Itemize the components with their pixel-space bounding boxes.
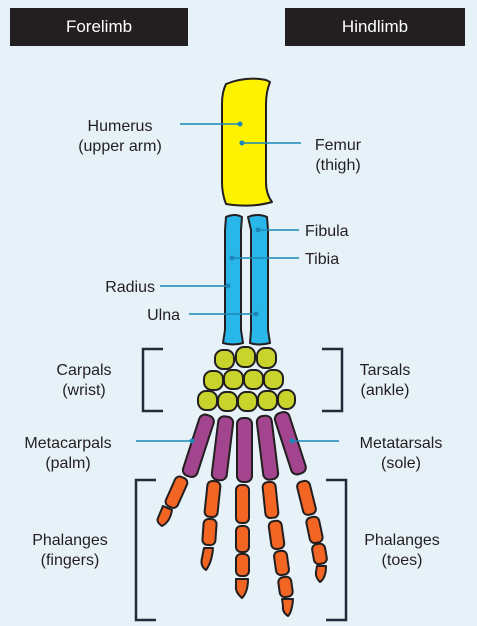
carpals-label: Carpals	[56, 362, 111, 379]
femur-desc: (thigh)	[315, 157, 360, 174]
radius-label: Radius	[105, 279, 155, 296]
carpals-desc: (wrist)	[62, 382, 106, 399]
metacarpals-desc: (palm)	[45, 455, 90, 472]
phalanx-bones	[158, 475, 328, 616]
metacarpals-label: Metacarpals	[24, 435, 111, 452]
phalanges-toes-label: Phalanges	[364, 532, 440, 549]
carpal-bones	[198, 347, 295, 411]
phalanges-left-bracket	[136, 480, 156, 620]
phalanges-fingers-desc: (fingers)	[41, 552, 100, 569]
metatarsals-label: Metatarsals	[360, 435, 443, 452]
tibia-bone	[248, 215, 270, 345]
phalanges-right-bracket	[326, 480, 346, 620]
metatarsals-desc: (sole)	[381, 455, 421, 472]
fibula-label: Fibula	[305, 223, 349, 240]
femur-label: Femur	[315, 137, 362, 154]
bones	[158, 79, 328, 616]
radius-bone	[223, 215, 243, 345]
humerus-femur-bone	[222, 79, 272, 206]
humerus-desc: (upper arm)	[78, 138, 162, 155]
carpals-bracket	[143, 349, 163, 411]
humerus-label: Humerus	[88, 118, 153, 135]
phalanges-fingers-label: Phalanges	[32, 532, 108, 549]
ulna-label: Ulna	[147, 307, 180, 324]
tibia-label: Tibia	[305, 251, 339, 268]
tarsals-desc: (ankle)	[361, 382, 410, 399]
tarsals-label: Tarsals	[360, 362, 411, 379]
metacarpal-bones	[181, 410, 307, 482]
tarsals-bracket	[322, 349, 342, 411]
phalanges-toes-desc: (toes)	[382, 552, 423, 569]
